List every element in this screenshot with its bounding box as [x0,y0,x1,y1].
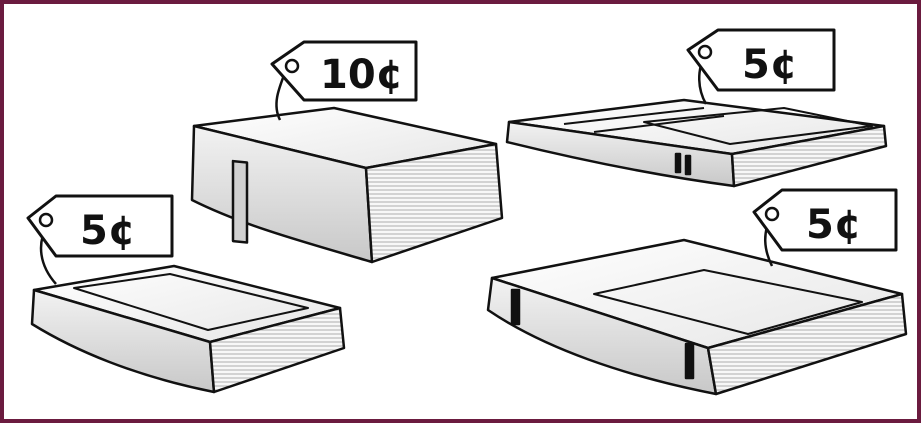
thick-book-spine [190,124,374,264]
price-tag-large-book: 5¢ [752,188,898,267]
thin-book-top-right [505,98,888,188]
price-label: 10¢ [320,52,404,98]
price-tag-medium-book: 5¢ [26,194,174,285]
price-tag-thin-book: 5¢ [686,28,836,105]
books-illustration: 10¢ 5¢ 5¢ [26,28,908,396]
thick-book-spine-band [231,159,249,244]
price-tag-thick-book: 10¢ [270,40,418,121]
medium-book-bottom-left [30,264,346,394]
large-book-bottom-right [486,238,908,396]
price-label: 5¢ [80,208,136,254]
price-label: 5¢ [742,42,798,88]
thick-book-pages [364,142,504,264]
price-label: 5¢ [806,202,862,248]
thick-book [190,106,504,264]
